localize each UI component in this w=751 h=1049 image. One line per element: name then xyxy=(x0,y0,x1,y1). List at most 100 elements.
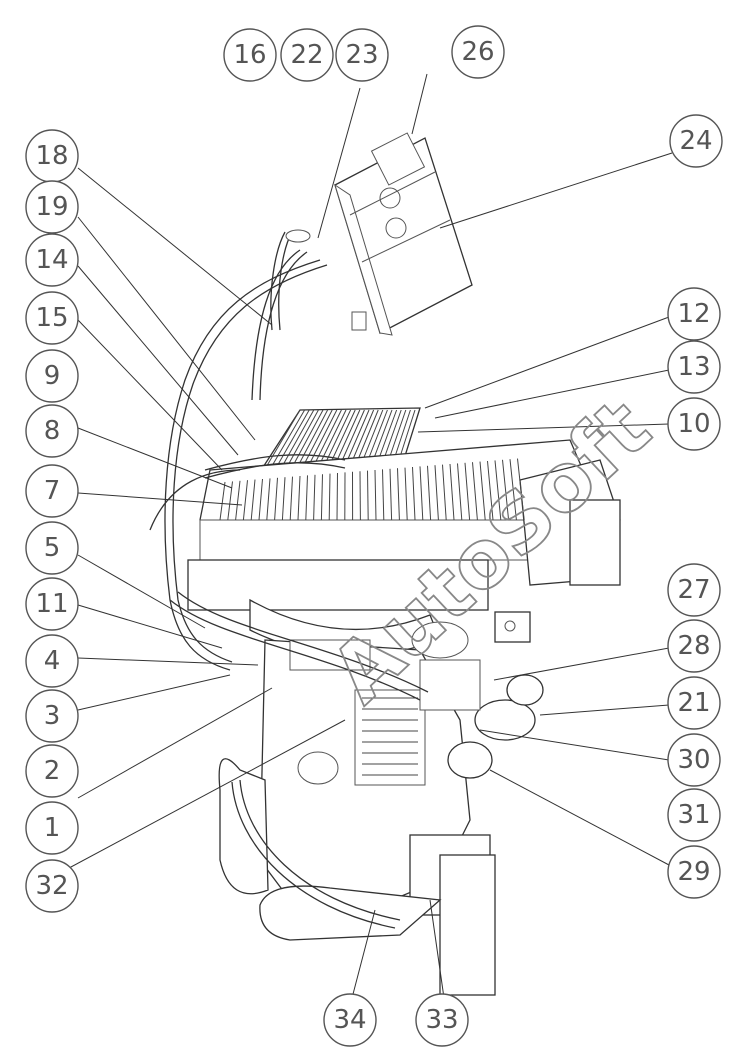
callout-34: 34 xyxy=(323,993,377,1047)
callout-label: 10 xyxy=(677,409,710,439)
callout-label: 21 xyxy=(677,688,710,718)
hatch-line xyxy=(219,481,226,521)
callout-19: 19 xyxy=(25,180,79,234)
hatch-line xyxy=(449,463,455,521)
heater-box xyxy=(334,132,473,336)
callout-label: 27 xyxy=(677,575,710,605)
callout-9: 9 xyxy=(25,349,79,403)
turbocharger xyxy=(411,621,544,779)
callout-26: 26 xyxy=(451,25,505,79)
hatch-line xyxy=(313,474,316,521)
callout-33: 33 xyxy=(415,993,469,1047)
bracket xyxy=(494,611,531,643)
callout-32: 32 xyxy=(25,859,79,913)
hatch-line xyxy=(404,467,408,521)
hatch-line xyxy=(479,461,486,521)
hatch-line xyxy=(427,465,432,521)
callout-label: 12 xyxy=(677,299,710,329)
hatch-line xyxy=(328,473,331,521)
hatch-line xyxy=(502,459,510,521)
callout-label: 33 xyxy=(425,1005,458,1035)
hatch-line xyxy=(509,459,517,521)
hatch-line xyxy=(389,468,393,521)
hatch-line xyxy=(266,409,306,475)
callout-16: 16 xyxy=(223,28,277,82)
callout-13: 13 xyxy=(667,340,721,394)
callout-31: 31 xyxy=(667,788,721,842)
hatch-line xyxy=(261,409,301,475)
hatch-line xyxy=(374,469,377,521)
callout-label: 2 xyxy=(44,756,61,786)
hatch-line xyxy=(464,462,471,521)
callout-11: 11 xyxy=(25,577,79,631)
callout-15: 15 xyxy=(25,291,79,345)
flywheel-housing xyxy=(218,758,442,941)
callout-28: 28 xyxy=(667,619,721,673)
callout-label: 8 xyxy=(44,416,61,446)
hatch-line xyxy=(289,476,293,521)
callout-label: 11 xyxy=(35,589,68,619)
callout-label: 15 xyxy=(35,303,68,333)
hatch-line xyxy=(412,466,416,521)
callout-label: 30 xyxy=(677,745,710,775)
callout-label: 31 xyxy=(677,800,710,830)
callout-label: 4 xyxy=(44,646,61,676)
hatch-line xyxy=(250,479,256,521)
callout-10: 10 xyxy=(667,397,721,451)
callout-label: 28 xyxy=(677,631,710,661)
callout-2: 2 xyxy=(25,744,79,798)
callout-label: 32 xyxy=(35,871,68,901)
hatch-line xyxy=(242,480,248,521)
callout-4: 4 xyxy=(25,634,79,688)
callout-label: 18 xyxy=(35,141,68,171)
hatch-line xyxy=(419,466,424,521)
hatch-line xyxy=(235,480,241,521)
callout-14: 14 xyxy=(25,233,79,287)
callout-1: 1 xyxy=(25,801,79,855)
hatch-line xyxy=(305,475,308,521)
callout-label: 29 xyxy=(677,857,710,887)
callout-label: 34 xyxy=(333,1005,366,1035)
callout-3: 3 xyxy=(25,689,79,743)
callout-label: 14 xyxy=(35,245,68,275)
callout-24: 24 xyxy=(669,114,723,168)
hatch-line xyxy=(434,465,439,521)
callout-label: 13 xyxy=(677,352,710,382)
callout-29: 29 xyxy=(667,845,721,899)
hatch-line xyxy=(281,477,286,521)
callout-label: 16 xyxy=(233,40,266,70)
callout-5: 5 xyxy=(25,521,79,575)
hatch-line xyxy=(457,463,463,521)
hatch-line xyxy=(494,460,502,521)
callout-label: 7 xyxy=(44,476,61,506)
callout-label: 5 xyxy=(44,533,61,563)
callout-18: 18 xyxy=(25,129,79,183)
hatch-line xyxy=(274,477,278,521)
callout-label: 19 xyxy=(35,192,68,222)
hatch-line xyxy=(487,460,494,521)
callout-label: 23 xyxy=(345,40,378,70)
hatch-line xyxy=(266,478,271,521)
callout-label: 3 xyxy=(44,701,61,731)
callout-30: 30 xyxy=(667,733,721,787)
callout-12: 12 xyxy=(667,287,721,341)
callout-label: 9 xyxy=(44,361,61,391)
hatch-line xyxy=(297,475,301,521)
callout-7: 7 xyxy=(25,464,79,518)
callout-label: 22 xyxy=(290,40,323,70)
callouts: 16 22 23 26 24 18 19 14 15 9 8 7 5 11 4 … xyxy=(25,25,723,1047)
hatch-line xyxy=(367,470,369,521)
callout-23: 23 xyxy=(335,28,389,82)
callout-21: 21 xyxy=(667,676,721,730)
hatch-line xyxy=(336,472,338,521)
radiator xyxy=(187,439,621,611)
hatch-line xyxy=(382,469,385,521)
hatch-line xyxy=(442,464,447,521)
callout-8: 8 xyxy=(25,404,79,458)
hatch-line xyxy=(472,462,478,521)
leader-lines xyxy=(55,73,673,999)
hatch-line xyxy=(517,458,525,521)
callout-label: 24 xyxy=(679,126,712,156)
callout-22: 22 xyxy=(280,28,334,82)
